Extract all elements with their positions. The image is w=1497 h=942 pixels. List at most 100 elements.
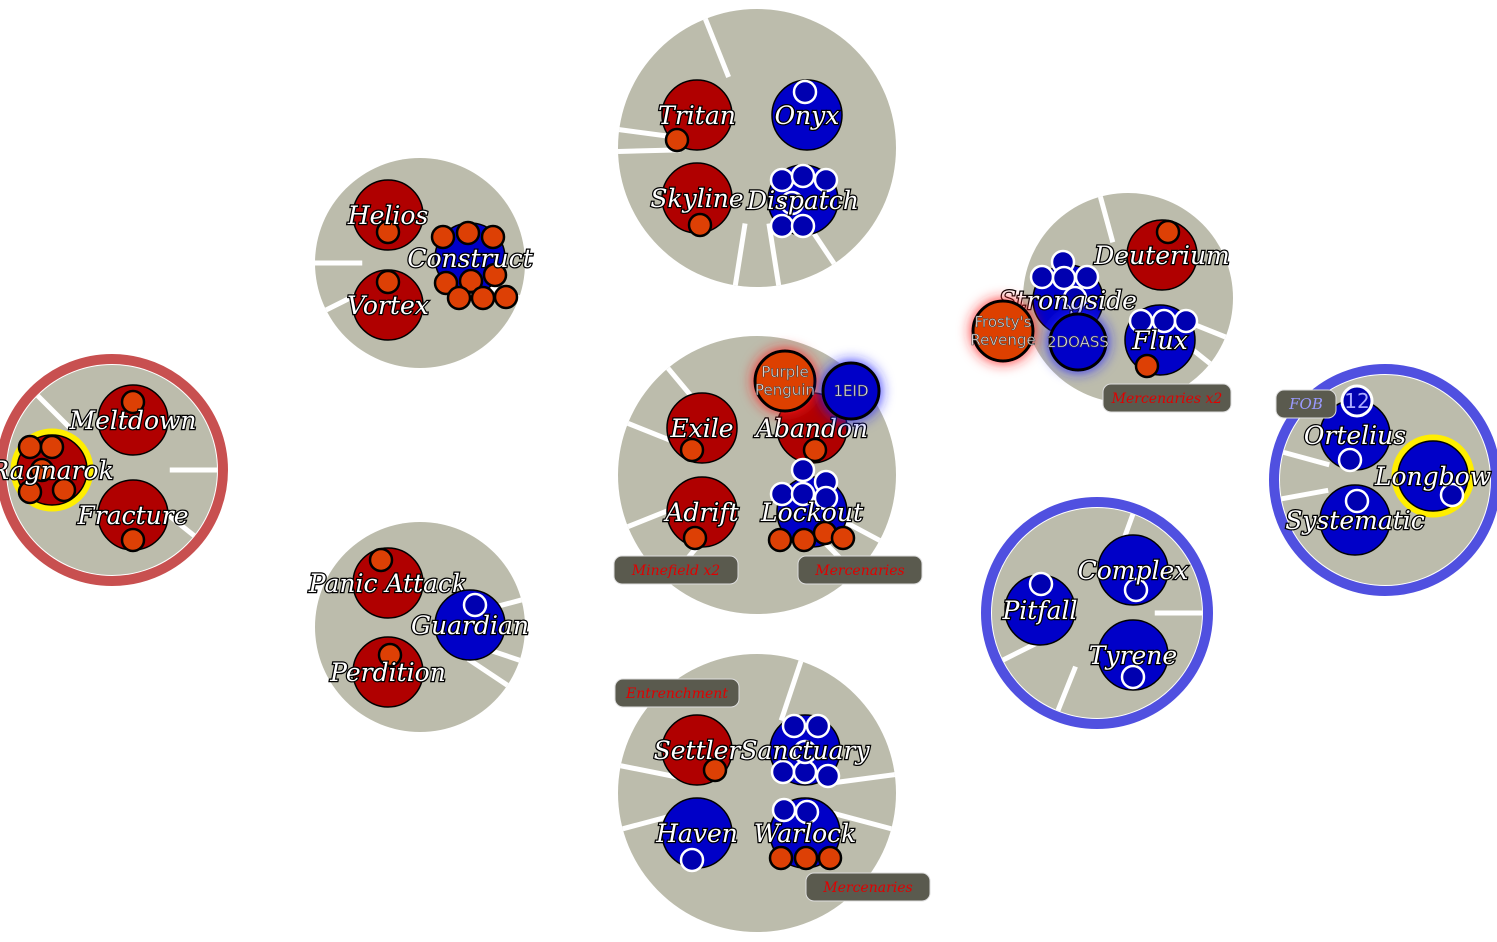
unit-marker <box>802 437 828 463</box>
base-vortex[interactable]: Vortex <box>346 269 430 341</box>
squad-label-line: Revenge <box>970 331 1035 349</box>
squad-marker[interactable] <box>971 299 1035 363</box>
base-label: Strongside <box>999 286 1137 315</box>
lattice-link <box>778 660 804 722</box>
base-circle[interactable] <box>352 179 424 251</box>
base-longbow[interactable]: Longbow <box>1373 434 1492 518</box>
squad-1eid[interactable]: 1EID <box>821 361 881 421</box>
lattice-link <box>620 763 683 781</box>
badge-label: 12 <box>1344 389 1369 413</box>
unit-marker <box>480 224 506 250</box>
squad-2doass[interactable]: 2DOASS <box>1047 312 1109 372</box>
unit-marker <box>792 79 818 105</box>
base-onyx[interactable]: Onyx <box>771 79 843 151</box>
unit-marker <box>446 285 472 311</box>
base-dispatch[interactable]: Dispatch <box>745 163 860 239</box>
base-circle[interactable] <box>1097 534 1169 606</box>
base-label: Settler <box>654 736 743 765</box>
tag-label: Mercenaries <box>822 880 912 896</box>
base-helios[interactable]: Helios <box>346 179 429 251</box>
base-ragnarok[interactable]: Ragnarok <box>0 428 115 512</box>
base-meltdown[interactable]: Meltdown <box>67 384 198 456</box>
lattice-link <box>732 223 748 286</box>
base-perdition[interactable]: Perdition <box>328 636 447 708</box>
base-pitfall[interactable]: Pitfall <box>1000 571 1079 646</box>
base-panic-attack[interactable]: Panic Attack <box>307 547 468 619</box>
base-construct[interactable]: Construct <box>406 220 535 311</box>
base-label: Guardian <box>411 611 529 640</box>
base-circle[interactable] <box>1126 219 1198 291</box>
unit-marker <box>430 224 456 250</box>
base-circle[interactable] <box>434 589 506 661</box>
base-circle[interactable] <box>1319 484 1391 556</box>
base-guardian[interactable]: Guardian <box>410 589 530 661</box>
lattice-link <box>766 223 782 286</box>
tag-label: Mercenaries x2 <box>1111 391 1223 407</box>
lattice-link <box>830 810 892 832</box>
unit-marker <box>687 212 713 238</box>
unit-marker <box>790 163 816 189</box>
base-settler[interactable]: Settler <box>652 714 744 786</box>
base-adrift[interactable]: Adrift <box>662 476 741 551</box>
lattice-link <box>617 147 681 154</box>
objective-tag: Mercenaries x2 <box>1102 383 1232 413</box>
unit-marker <box>368 547 394 573</box>
lattice-link <box>1281 487 1329 502</box>
base-label: Tritan <box>658 101 736 130</box>
squad-marker[interactable] <box>753 349 817 413</box>
base-flux[interactable]: Flux <box>1124 304 1199 379</box>
base-label: Warlock <box>754 819 857 848</box>
unit-marker <box>39 434 65 460</box>
squad-marker[interactable] <box>1048 312 1108 372</box>
base-tritan[interactable]: Tritan <box>657 79 737 153</box>
unit-marker <box>1173 308 1199 334</box>
base-systematic[interactable]: Systematic <box>1284 484 1426 556</box>
base-label: Haven <box>655 819 738 848</box>
base-circle[interactable] <box>97 384 169 456</box>
unit-marker <box>462 592 488 618</box>
base-skyline[interactable]: Skyline <box>649 162 745 238</box>
base-fracture[interactable]: Fracture <box>75 479 190 553</box>
base-label: Perdition <box>329 658 446 687</box>
base-circle[interactable] <box>1097 619 1169 691</box>
base-exile[interactable]: Exile <box>666 392 738 464</box>
base-tyrene[interactable]: Tyrene <box>1088 619 1178 691</box>
unit-marker <box>493 284 519 310</box>
base-sanctuary[interactable]: Sanctuary <box>739 713 872 789</box>
unit-marker <box>682 525 708 551</box>
unit-marker <box>1123 577 1149 603</box>
base-warlock[interactable]: Warlock <box>752 797 858 871</box>
unit-marker <box>1439 482 1465 508</box>
base-label: Pitfall <box>1001 596 1077 625</box>
base-haven[interactable]: Haven <box>654 797 739 873</box>
base-label: Systematic <box>1285 506 1425 535</box>
base-lockout[interactable]: Lockout <box>759 457 865 553</box>
base-circle[interactable] <box>352 636 424 708</box>
base-ortelius[interactable]: Ortelius <box>1303 399 1407 473</box>
base-complex[interactable]: Complex <box>1076 534 1190 606</box>
base-label: Skyline <box>650 184 743 213</box>
base-deuterium[interactable]: Deuterium <box>1092 219 1231 291</box>
base-label: Ortelius <box>1304 421 1406 450</box>
unit-marker <box>470 285 496 311</box>
squad-marker[interactable] <box>821 361 881 421</box>
unit-marker <box>790 481 816 507</box>
unit-marker <box>664 127 690 153</box>
unit-marker <box>377 642 403 668</box>
unit-marker <box>790 213 816 239</box>
unit-marker <box>1062 285 1088 311</box>
base-highlight-ring <box>1391 434 1475 518</box>
